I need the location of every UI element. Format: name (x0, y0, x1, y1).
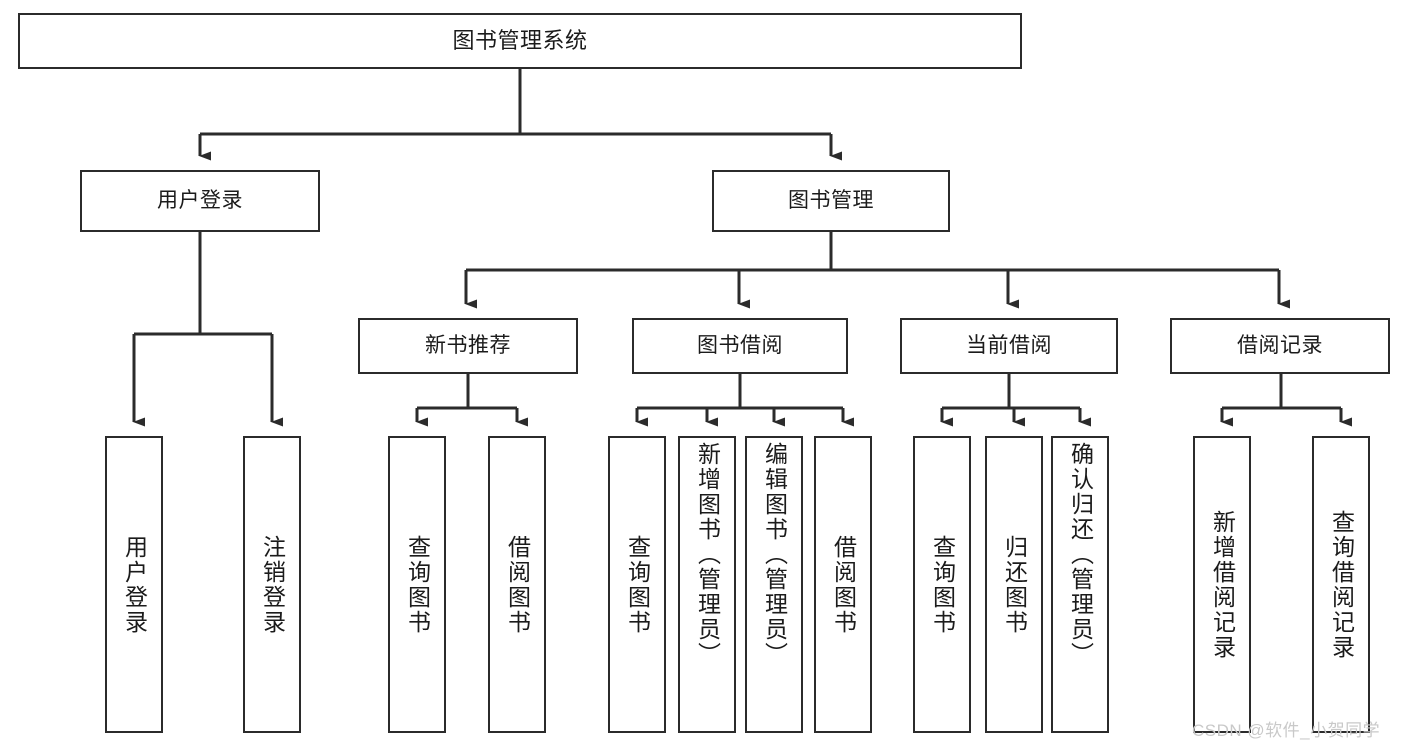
node-leaf-borrow-book[interactable]: 借阅图书 (814, 436, 872, 733)
node-label-leaf-query-record: 查询借阅记录 (1328, 509, 1355, 660)
node-user-login[interactable]: 用户登录 (80, 170, 320, 232)
node-leaf-query-book[interactable]: 查询图书 (608, 436, 666, 733)
node-label-leaf-query-book: 查询图书 (624, 534, 651, 635)
csdn-watermark: CSDN @软件_小贺同学 (1192, 721, 1381, 740)
node-label-new-book-recommend: 新书推荐 (425, 334, 511, 358)
node-label-leaf-edit-book: 编辑图书（管理员） (761, 442, 788, 667)
node-label-root: 图书管理系统 (452, 28, 588, 54)
node-leaf-borrow-book-rec[interactable]: 借阅图书 (488, 436, 546, 733)
node-leaf-query-book-rec[interactable]: 查询图书 (388, 436, 446, 733)
node-label-book-management: 图书管理 (788, 189, 874, 213)
node-leaf-add-book[interactable]: 新增图书（管理员） (678, 436, 736, 733)
node-label-leaf-borrow-book: 借阅图书 (830, 534, 857, 635)
node-label-user-login: 用户登录 (157, 189, 243, 213)
node-book-borrow[interactable]: 图书借阅 (632, 318, 848, 374)
node-current-borrow[interactable]: 当前借阅 (900, 318, 1118, 374)
node-leaf-query-book-cur[interactable]: 查询图书 (913, 436, 971, 733)
node-root[interactable]: 图书管理系统 (18, 13, 1022, 69)
node-label-leaf-add-record: 新增借阅记录 (1209, 509, 1236, 660)
node-new-book-recommend[interactable]: 新书推荐 (358, 318, 578, 374)
node-book-management[interactable]: 图书管理 (712, 170, 950, 232)
node-label-leaf-user-login: 用户登录 (121, 534, 148, 635)
node-leaf-query-record[interactable]: 查询借阅记录 (1312, 436, 1370, 733)
node-leaf-add-record[interactable]: 新增借阅记录 (1193, 436, 1251, 733)
node-label-leaf-logout: 注销登录 (259, 534, 286, 635)
node-label-leaf-return-book: 归还图书 (1001, 534, 1028, 635)
node-leaf-edit-book[interactable]: 编辑图书（管理员） (745, 436, 803, 733)
node-label-leaf-confirm-return: 确认归还（管理员） (1067, 442, 1094, 667)
node-label-leaf-borrow-book-rec: 借阅图书 (504, 534, 531, 635)
node-leaf-return-book[interactable]: 归还图书 (985, 436, 1043, 733)
node-borrow-record[interactable]: 借阅记录 (1170, 318, 1390, 374)
node-label-leaf-add-book: 新增图书（管理员） (694, 442, 721, 667)
node-leaf-user-login[interactable]: 用户登录 (105, 436, 163, 733)
node-leaf-logout[interactable]: 注销登录 (243, 436, 301, 733)
node-label-current-borrow: 当前借阅 (966, 334, 1052, 358)
node-label-borrow-record: 借阅记录 (1237, 334, 1323, 358)
node-label-book-borrow: 图书借阅 (697, 334, 783, 358)
node-label-leaf-query-book-rec: 查询图书 (404, 534, 431, 635)
node-leaf-confirm-return[interactable]: 确认归还（管理员） (1051, 436, 1109, 733)
node-label-leaf-query-book-cur: 查询图书 (929, 534, 956, 635)
